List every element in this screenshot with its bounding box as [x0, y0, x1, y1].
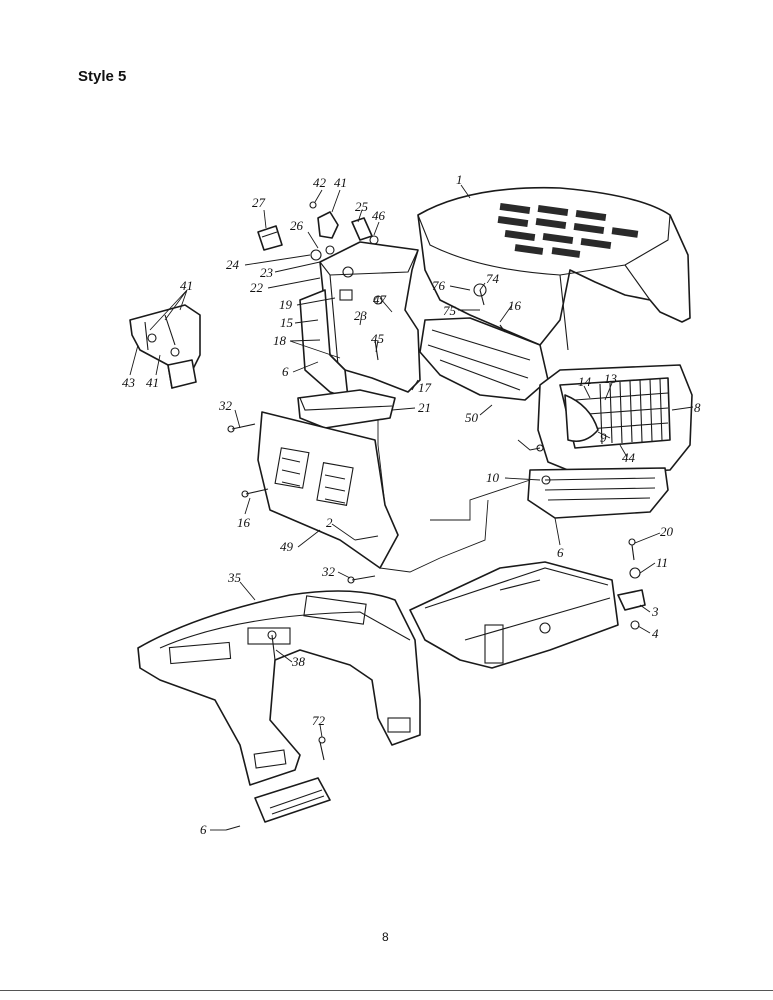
- callout-11: 11: [656, 555, 668, 570]
- key-switch-part: [257, 225, 283, 251]
- callout-76: 76: [432, 278, 446, 293]
- callout-23: 23: [354, 308, 368, 323]
- callout-6: 6: [200, 822, 207, 837]
- callout-9: 9: [600, 430, 607, 445]
- callout-47: 47: [373, 292, 387, 307]
- callout-3: 3: [651, 604, 659, 619]
- footer-rule: [0, 990, 773, 991]
- callout-6: 6: [557, 545, 564, 560]
- callout-23: 23: [260, 265, 274, 280]
- frame-part: [409, 561, 619, 669]
- callout-49: 49: [280, 539, 294, 554]
- side-rail-part: [419, 317, 549, 401]
- callout-74: 74: [486, 271, 500, 286]
- callout-26: 26: [290, 218, 304, 233]
- callout-43: 43: [122, 375, 136, 390]
- callout-13: 13: [604, 371, 618, 386]
- hood-vent-slots: [497, 202, 639, 258]
- callout-25: 25: [355, 199, 369, 214]
- callout-22: 22: [250, 280, 264, 295]
- callout-18: 18: [273, 333, 287, 348]
- fastener-bolts: [225, 283, 646, 831]
- callout-38: 38: [291, 654, 306, 669]
- callout-10: 10: [486, 470, 500, 485]
- callout-16: 16: [508, 298, 522, 313]
- callout-21: 21: [418, 400, 431, 415]
- callout-15: 15: [280, 315, 294, 330]
- callout-20: 20: [660, 524, 674, 539]
- throttle-assembly-part: [129, 304, 201, 389]
- callout-32: 32: [218, 398, 233, 413]
- assembly-leaders: [377, 420, 541, 573]
- callout-41: 41: [334, 175, 347, 190]
- callout-labels: 42 41 1 27 25 46 26 24 23 22 74 76 41 19…: [122, 172, 701, 837]
- lower-skirt-part: [527, 467, 669, 519]
- callout-75: 75: [443, 303, 457, 318]
- callout-44: 44: [622, 450, 636, 465]
- page-number: 8: [382, 930, 389, 944]
- callout-45: 45: [371, 331, 385, 346]
- bracket-washer-part: [310, 245, 335, 261]
- support-bracket-part: [297, 389, 396, 429]
- dash-side-panel-part: [299, 289, 349, 399]
- callout-14: 14: [578, 374, 592, 389]
- grille-nose-part: [537, 364, 693, 476]
- callout-leaders: [129, 184, 694, 831]
- fender-part: [137, 590, 421, 786]
- hood-part: [417, 186, 691, 351]
- callout-6: 6: [282, 364, 289, 379]
- choke-knob-part: [351, 217, 379, 245]
- callout-24: 24: [226, 257, 240, 272]
- callout-16: 16: [237, 515, 251, 530]
- callout-35: 35: [227, 570, 242, 585]
- callout-50: 50: [465, 410, 479, 425]
- callout-41: 41: [146, 375, 159, 390]
- callout-42: 42: [313, 175, 327, 190]
- callout-17: 17: [418, 380, 432, 395]
- callout-41: 41: [180, 278, 193, 293]
- callout-46: 46: [372, 208, 386, 223]
- callout-27: 27: [252, 195, 266, 210]
- callout-19: 19: [279, 297, 293, 312]
- page-title: Style 5: [78, 68, 127, 85]
- front-panel-part: [257, 411, 399, 569]
- footplate-part: [254, 777, 331, 823]
- callout-8: 8: [694, 400, 701, 415]
- callout-1: 1: [456, 172, 463, 187]
- callout-72: 72: [312, 713, 326, 728]
- throttle-lever-part: [309, 201, 339, 239]
- callout-2: 2: [326, 515, 333, 530]
- callout-32: 32: [321, 564, 336, 579]
- callout-4: 4: [652, 626, 659, 641]
